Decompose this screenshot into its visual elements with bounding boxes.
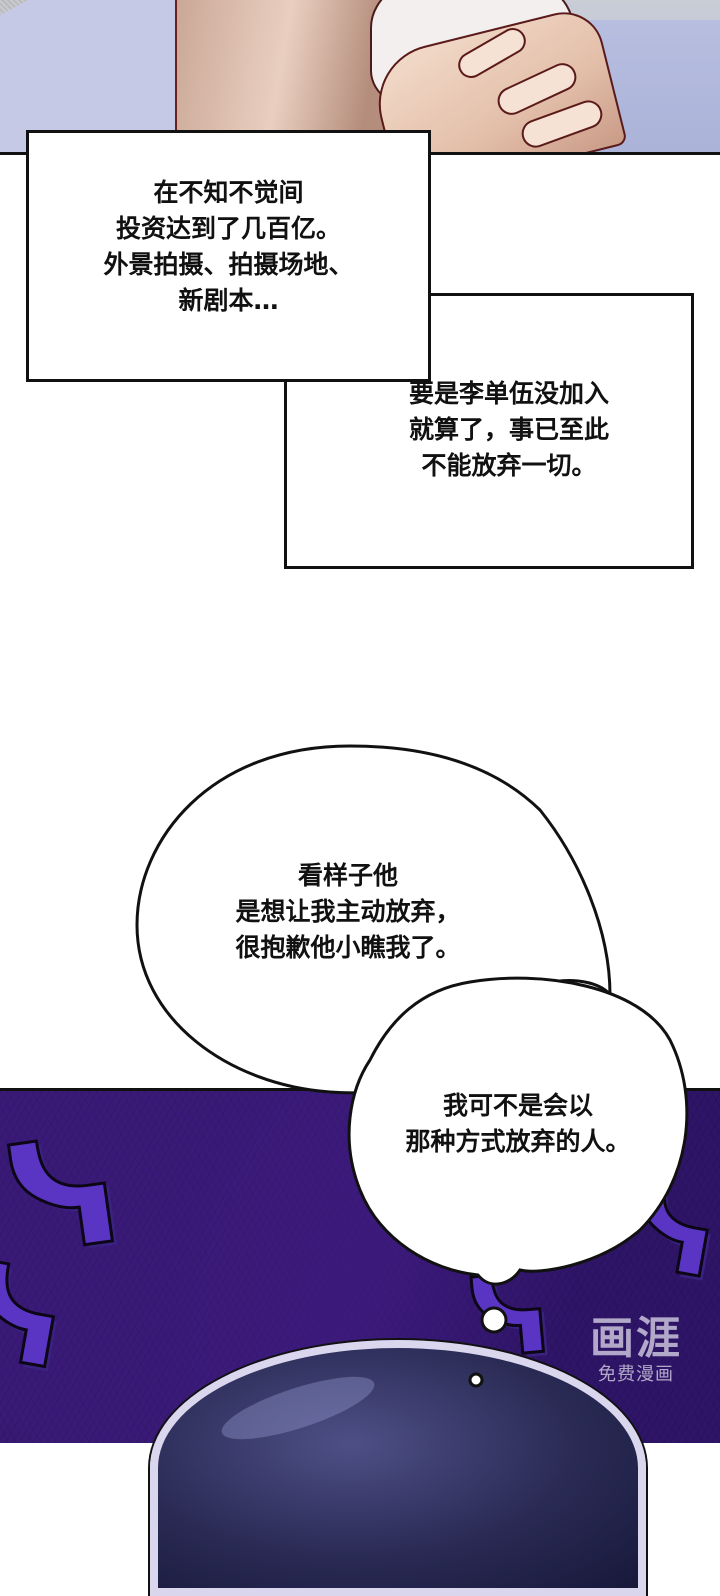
panel-hand-illustration [0,0,720,155]
narration-line: 在不知不觉间 [153,178,304,207]
narration-line: 要是李单伍没加入 [408,379,609,408]
watermark: 画涯 免费漫画 [566,1314,706,1386]
narration-line: 就算了，事已至此 [408,415,609,444]
bubble-line: 是想让我主动放弃， [235,897,461,926]
sound-effect: ᓭ [617,1153,720,1308]
sound-effect: ᓭ [0,1231,79,1400]
bubble-line: 很抱歉他小瞧我了。 [235,933,461,962]
narration-line: 外景拍摄、拍摄场地、 [103,250,354,279]
thought-bubble-2-text: 我可不是会以 那种方式放弃的人。 [368,1088,668,1160]
narration-box-2: 要是李单伍没加入 就算了，事已至此 不能放弃一切。 [284,293,694,569]
bubble-line: 看样子他 [297,861,398,890]
hair-shine [215,1364,381,1452]
narration-line: 投资达到了几百亿。 [115,214,341,243]
bubble-line: 那种方式放弃的人。 [405,1127,631,1156]
narration-box-1: 在不知不觉间 投资达到了几百亿。 外景拍摄、拍摄场地、 新剧本… [26,130,431,382]
speech-bubble-1-text: 看样子他 是想让我主动放弃， 很抱歉他小瞧我了。 [188,858,508,966]
watermark-brand: 画涯 [590,1313,682,1364]
narration-line: 新剧本… [178,286,279,315]
watermark-subtitle: 免费漫画 [598,1364,674,1385]
bubble-line: 我可不是会以 [442,1091,593,1120]
neck-skin [175,0,407,152]
narration-line: 不能放弃一切。 [421,451,597,480]
